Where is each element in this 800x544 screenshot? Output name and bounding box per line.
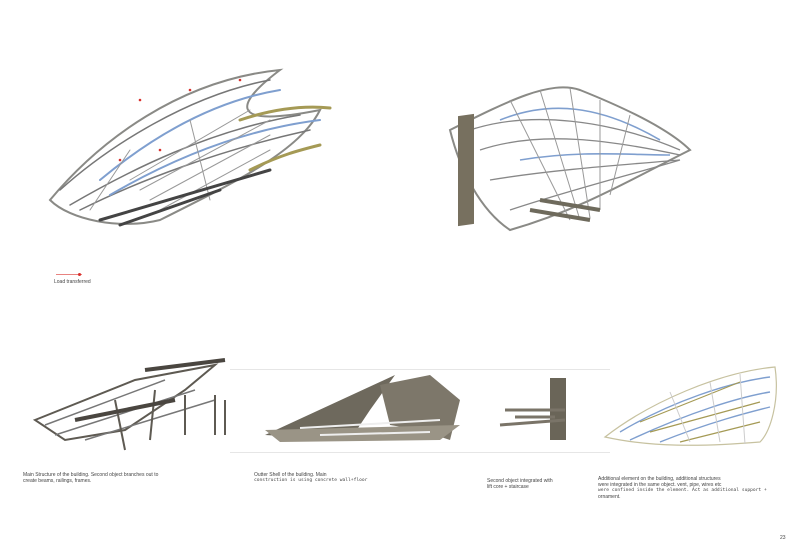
additional-elements-render — [603, 366, 777, 446]
caption-line: Additional element on the building, addi… — [598, 476, 721, 482]
main-structure-render — [32, 358, 226, 451]
caption-line: construction is using concrete wall+floo… — [254, 478, 368, 483]
caption-line: Second object integrated with — [487, 478, 553, 484]
guide-line — [230, 452, 610, 453]
caption-main-structure: Main Structure of the building. Second o… — [23, 472, 223, 484]
caption-line: Main Structure of the building. Second o… — [23, 472, 159, 478]
caption-line: lift core + staircase — [487, 484, 529, 490]
page-number: 23 — [780, 535, 786, 541]
legend-label: Load transferred — [54, 279, 91, 285]
structure-render-top-left — [48, 68, 332, 227]
structure-render-top-right — [448, 86, 692, 232]
caption-lift-core: Second object integrated with lift core … — [487, 478, 587, 490]
caption-line: Outter Shell of the building. Main — [254, 472, 327, 478]
caption-line: create beams, railings, frames. — [23, 478, 92, 484]
outer-shell-render — [265, 375, 460, 442]
legend-load-marker — [56, 274, 82, 275]
guide-line — [230, 369, 610, 370]
legend-load-dot — [78, 273, 81, 276]
legend: Load transferred — [52, 272, 112, 286]
lift-core-render — [499, 378, 566, 440]
caption-line: were integrated in the same object. vent… — [598, 482, 722, 488]
caption-outer-shell: Outter Shell of the building. Main const… — [254, 472, 454, 484]
caption-line: ornament. — [598, 494, 621, 500]
caption-line: were confined inside the element. Act as… — [598, 488, 767, 493]
caption-additional-elements: Additional element on the building, addi… — [598, 476, 798, 500]
